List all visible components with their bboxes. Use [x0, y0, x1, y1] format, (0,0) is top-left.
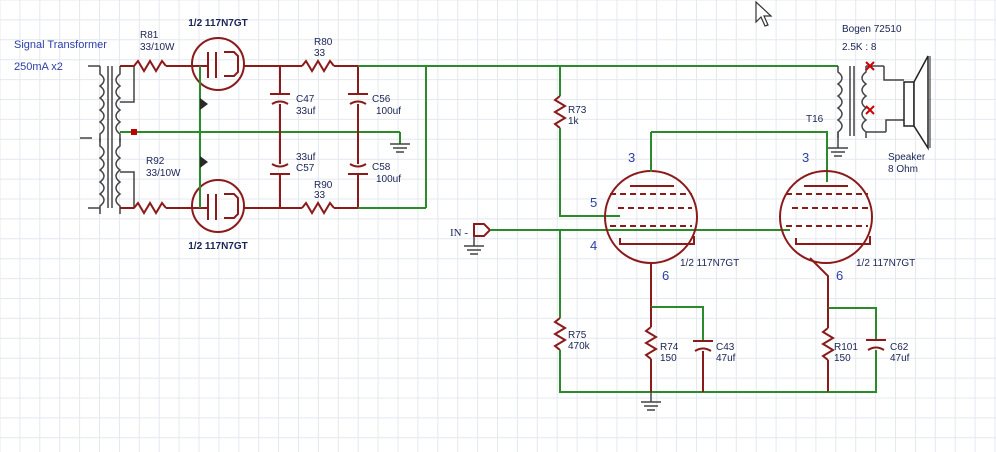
- c56-label: C56: [372, 94, 391, 105]
- r92-value: 33/10W: [146, 168, 181, 179]
- c43-label: C43: [716, 342, 735, 353]
- capacitor-c62[interactable]: [866, 339, 886, 351]
- speaker-icon[interactable]: [903, 55, 931, 151]
- signal-transformer[interactable]: [80, 65, 122, 214]
- c43-value: 47uf: [716, 353, 736, 364]
- r90-label: R90: [314, 180, 333, 191]
- capacitor-c47[interactable]: [270, 93, 290, 105]
- c62-label: C62: [890, 342, 909, 353]
- c47-value: 33uf: [296, 106, 316, 117]
- r74-value: 150: [660, 353, 677, 364]
- resistor-r75[interactable]: [553, 317, 567, 351]
- c56-value: 100uf: [376, 106, 401, 117]
- output-transformer-ratio: 2.5K : 8: [842, 42, 877, 53]
- c58-label: C58: [372, 162, 391, 173]
- c47-label: C47: [296, 94, 315, 105]
- resistor-r101[interactable]: [821, 327, 835, 361]
- c62-value: 47uf: [890, 353, 910, 364]
- signal-transformer-spec: 250mA x2: [14, 61, 63, 73]
- rectifier-bottom-label: 1/2 117N7GT: [188, 241, 247, 252]
- output-tube-1[interactable]: [604, 131, 828, 307]
- c58-value: 100uf: [376, 174, 401, 185]
- r81-label: R81: [140, 30, 159, 41]
- speaker-label: Speaker: [888, 152, 926, 163]
- resistor-r81[interactable]: [133, 59, 167, 73]
- tube1-pin-plate: 3: [628, 150, 635, 165]
- c57-label: C57: [296, 163, 315, 174]
- tube1-label: 1/2 117N7GT: [680, 258, 739, 269]
- resistor-r73[interactable]: [553, 95, 567, 129]
- tube2-label: 1/2 117N7GT: [856, 258, 915, 269]
- rectifier-top-label: 1/2 117N7GT: [188, 18, 247, 29]
- input-label: IN -: [450, 227, 468, 239]
- r92-label: R92: [146, 156, 165, 167]
- no-connect-icon: [865, 61, 875, 71]
- r80-value: 33: [314, 48, 326, 59]
- capacitor-c43[interactable]: [693, 340, 713, 352]
- tube2-pin-plate: 3: [802, 150, 809, 165]
- tube1-pin-screen: 5: [590, 195, 597, 210]
- c57-value: 33uf: [296, 152, 316, 163]
- r101-value: 150: [834, 353, 851, 364]
- r80-label: R80: [314, 37, 333, 48]
- ground-icon: [464, 245, 484, 255]
- speaker-value: 8 Ohm: [888, 164, 918, 175]
- resistor-r92[interactable]: [133, 201, 167, 215]
- junction-dot: [131, 129, 137, 135]
- diode-arrow-icon: [200, 156, 208, 168]
- r75-label: R75: [568, 330, 587, 341]
- signal-transformer-label: Signal Transformer: [14, 39, 107, 51]
- tube1-pin-grid: 4: [590, 238, 597, 253]
- mouse-pointer-icon: [755, 0, 773, 27]
- diode-arrow-icon: [200, 98, 208, 110]
- r75-value: 470k: [568, 341, 591, 352]
- r73-label: R73: [568, 105, 587, 116]
- ground-icon: [828, 147, 848, 157]
- resistor-r74[interactable]: [644, 326, 658, 360]
- resistor-r90[interactable]: [301, 201, 335, 215]
- input-port[interactable]: [473, 223, 492, 237]
- output-transformer[interactable]: [836, 65, 886, 148]
- r74-label: R74: [660, 342, 679, 353]
- rectifier-tube-top[interactable]: [186, 37, 280, 91]
- output-tube-2[interactable]: [779, 170, 873, 308]
- capacitor-c58[interactable]: [348, 163, 368, 175]
- r90-value: 33: [314, 190, 326, 201]
- tube2-pin-cathode: 6: [836, 268, 843, 283]
- ground-icon: [390, 143, 410, 153]
- resistor-r80[interactable]: [301, 59, 335, 73]
- rectifier-tube-bottom[interactable]: [186, 179, 280, 233]
- no-connect-icon: [865, 105, 875, 115]
- r81-value: 33/10W: [140, 42, 175, 53]
- r101-label: R101: [834, 342, 858, 353]
- t16-label: T16: [806, 114, 824, 125]
- capacitor-c56[interactable]: [348, 93, 368, 105]
- r73-value: 1k: [568, 116, 580, 127]
- ground-icon: [641, 401, 661, 411]
- tube1-pin-cathode: 6: [662, 268, 669, 283]
- capacitor-c57[interactable]: [270, 163, 290, 175]
- output-transformer-label: Bogen 72510: [842, 24, 902, 35]
